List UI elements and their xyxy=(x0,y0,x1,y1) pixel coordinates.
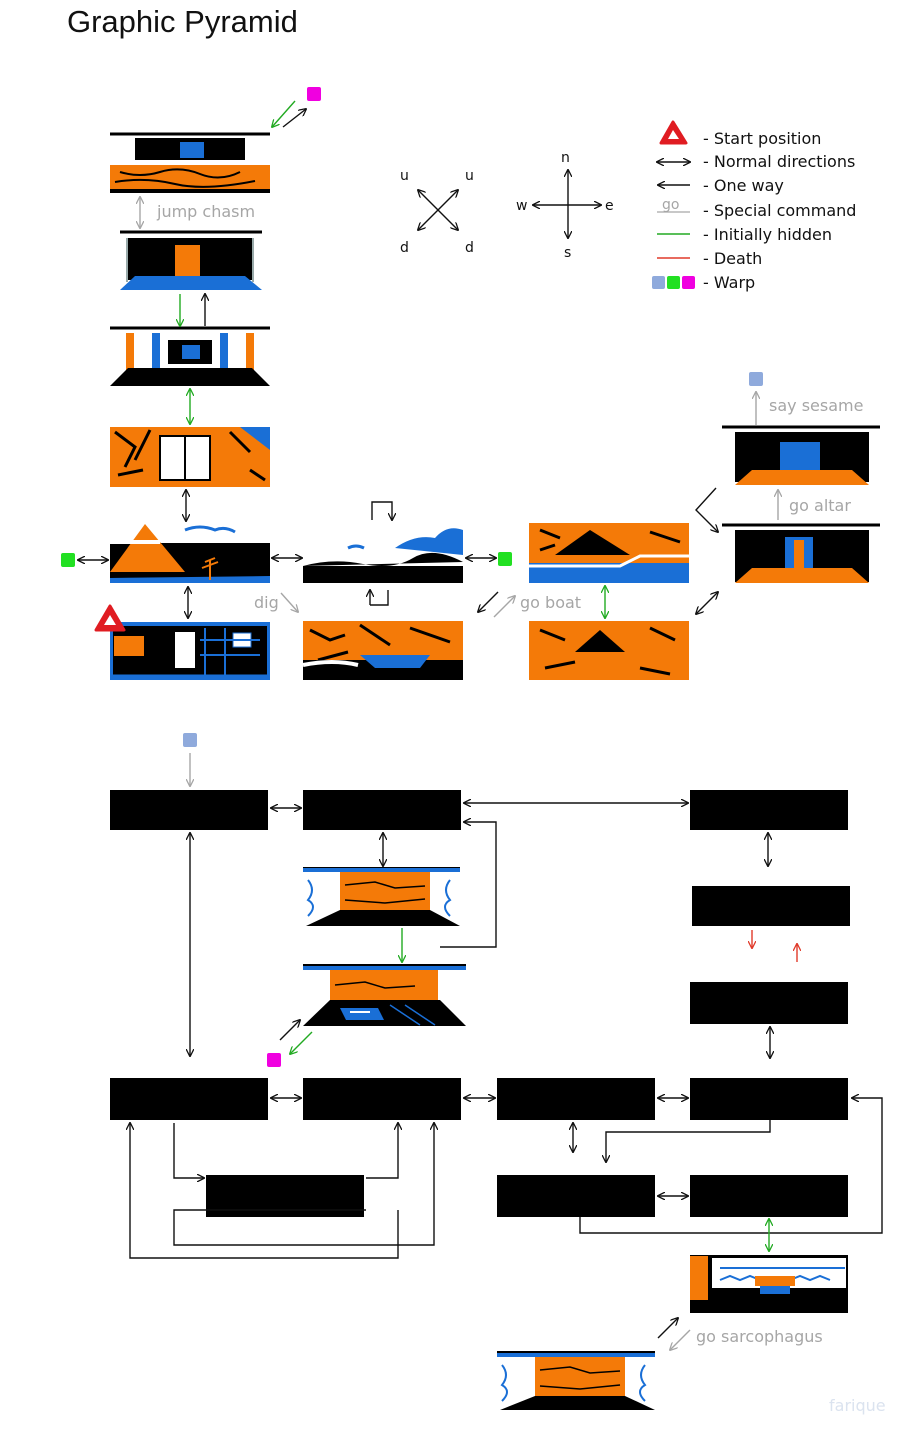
svg-text:- Start position: - Start position xyxy=(703,129,821,148)
warp-blue-icon xyxy=(749,372,763,386)
room-dark xyxy=(110,790,268,830)
svg-text:go: go xyxy=(662,197,679,213)
legend-warp-blue-icon xyxy=(652,276,665,289)
room-dark xyxy=(303,1078,461,1120)
cmd-jump-chasm: jump chasm xyxy=(156,202,255,221)
room-orange-door xyxy=(120,230,262,290)
room-dark xyxy=(110,1078,268,1120)
page-title: Graphic Pyramid xyxy=(67,4,298,39)
room-hall-top xyxy=(110,132,270,193)
room-dark xyxy=(497,1175,655,1217)
cmd-go-boat: go boat xyxy=(520,593,581,612)
room-sarcophagus xyxy=(690,1255,848,1313)
warp-magenta-icon xyxy=(267,1053,281,1067)
room-dark xyxy=(303,790,461,830)
connections-bottom xyxy=(130,753,883,1350)
cmd-go-sarcophagus: go sarcophagus xyxy=(696,1327,823,1346)
room-pillar-hall xyxy=(110,326,270,386)
warp-magenta-icon xyxy=(307,87,321,101)
svg-text:u: u xyxy=(400,168,409,184)
svg-text:- One way: - One way xyxy=(703,176,784,195)
warp-blue-icon xyxy=(183,733,197,747)
connections-top xyxy=(78,100,778,618)
room-dark xyxy=(690,1078,848,1120)
room-desert-pyramid xyxy=(110,524,270,583)
svg-text:d: d xyxy=(465,240,474,256)
room-start xyxy=(110,622,270,680)
signature: farique xyxy=(829,1396,886,1415)
room-altar xyxy=(722,523,880,583)
svg-text:- Warp: - Warp xyxy=(703,273,755,292)
room-pit-chamber xyxy=(303,964,466,1026)
room-orange-cave xyxy=(529,621,689,680)
room-dark xyxy=(690,1175,848,1217)
legend: - Start position - Normal directions - O… xyxy=(652,120,856,292)
svg-text:- Death: - Death xyxy=(703,249,762,268)
legend-warp-green-icon xyxy=(667,276,680,289)
room-river-bank xyxy=(529,523,689,583)
room-desert-clouds xyxy=(303,528,463,583)
svg-text:- Initially hidden: - Initially hidden xyxy=(703,225,832,244)
cmd-say-sesame: say sesame xyxy=(769,396,863,415)
room-brick-chamber xyxy=(303,867,460,926)
cmd-dig: dig xyxy=(254,593,279,612)
room-dark xyxy=(690,982,848,1024)
room-dark xyxy=(690,790,848,830)
room-dark xyxy=(497,1078,655,1120)
svg-text:- Special command: - Special command xyxy=(703,201,856,220)
room-desert-boat xyxy=(302,621,463,680)
svg-text:n: n xyxy=(561,150,570,166)
svg-text:d: d xyxy=(400,240,409,256)
warp-green-icon xyxy=(498,552,512,566)
room-brick-chamber-final xyxy=(497,1351,655,1410)
room-pyramid-entrance xyxy=(110,427,270,487)
room-dark xyxy=(692,886,850,926)
svg-text:- Normal directions: - Normal directions xyxy=(703,152,855,171)
cmd-go-altar: go altar xyxy=(789,496,851,515)
svg-text:w: w xyxy=(516,198,527,214)
warp-green-icon xyxy=(61,553,75,567)
compass-diagonal: u u d d xyxy=(400,168,474,256)
svg-text:u: u xyxy=(465,168,474,184)
legend-warp-magenta-icon xyxy=(682,276,695,289)
room-temple-door xyxy=(722,425,880,485)
svg-text:e: e xyxy=(605,198,614,214)
compass-cardinal: n s w e xyxy=(516,150,614,261)
svg-text:s: s xyxy=(564,245,571,261)
